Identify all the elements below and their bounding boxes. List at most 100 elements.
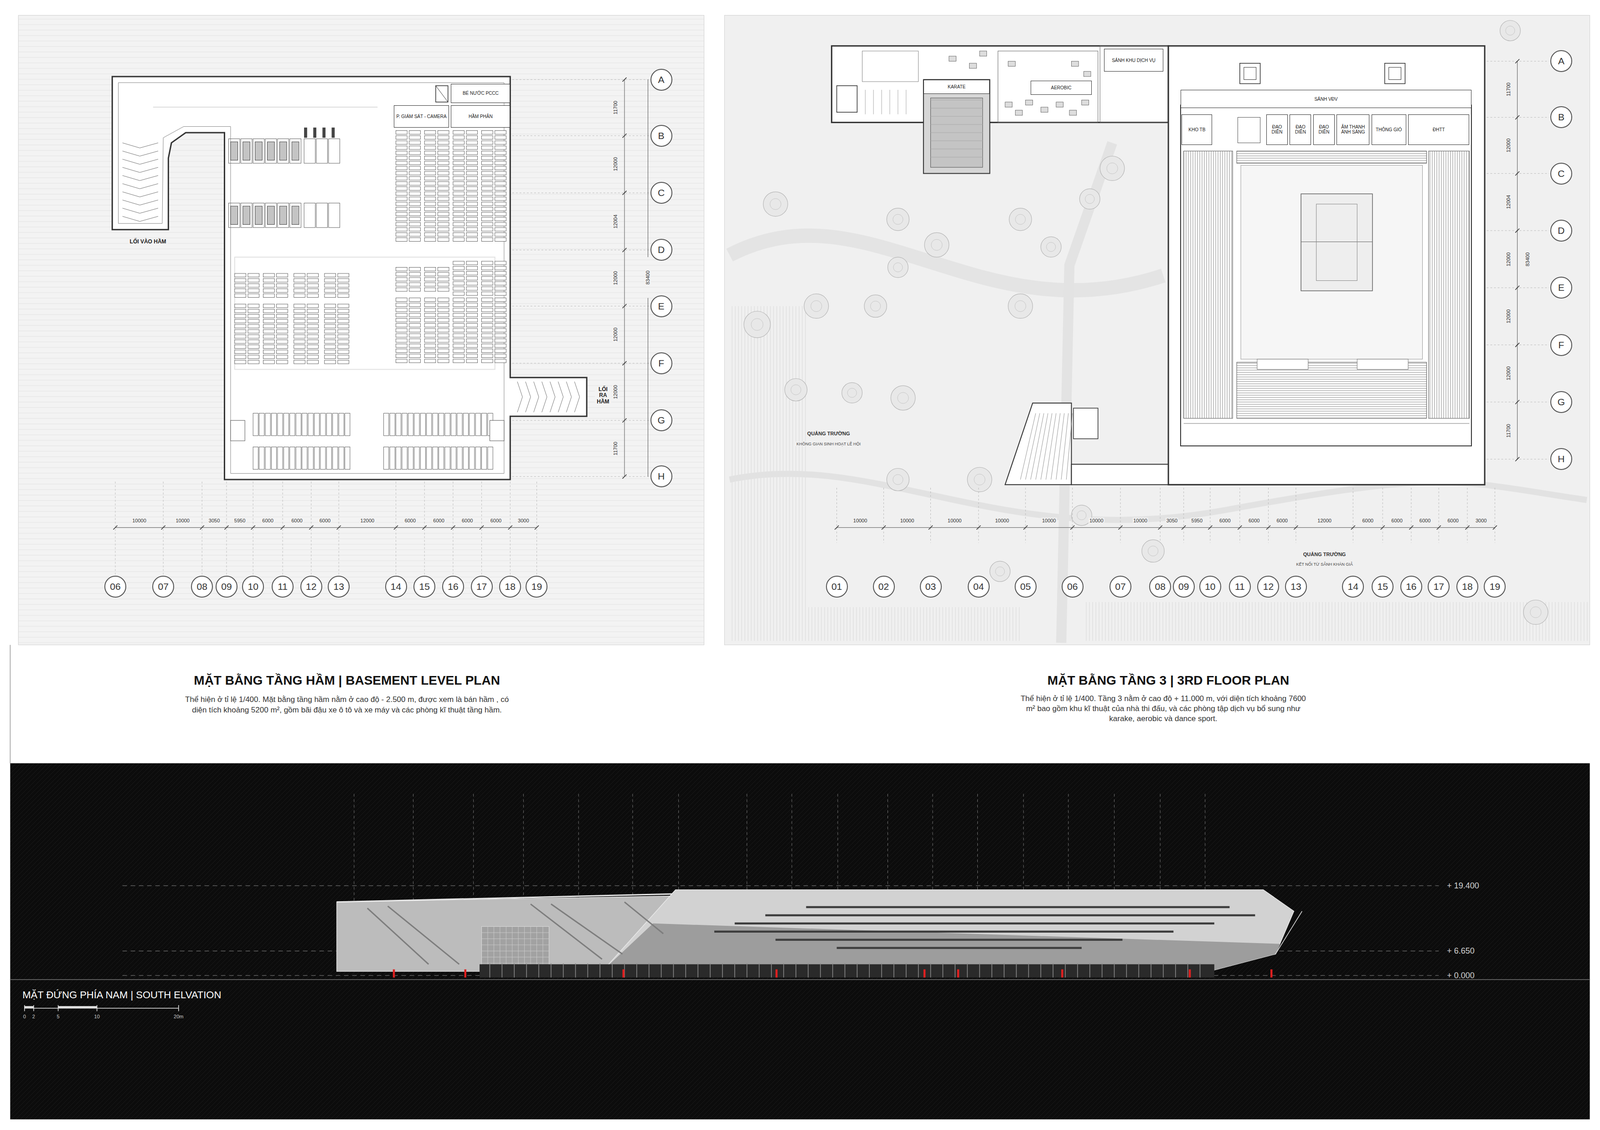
motorbike-stall <box>263 314 275 318</box>
motorbike-stall <box>263 289 275 293</box>
tree-symbol <box>974 474 986 486</box>
motorbike-stall <box>409 282 421 287</box>
basement-inner-wall <box>118 82 505 474</box>
grid-bubble: 16 <box>1400 575 1423 598</box>
motorbike-stall <box>495 338 507 343</box>
motorbike-stall <box>450 446 456 470</box>
column-symbol <box>942 963 944 978</box>
motorbike-stall <box>396 308 408 312</box>
motorbike-stall <box>466 222 478 227</box>
column-symbol <box>636 963 638 978</box>
motorbike-stall <box>424 176 436 181</box>
dimension: 6000 <box>318 517 332 524</box>
tree-symbol <box>886 468 909 491</box>
tree-symbol <box>1523 599 1549 625</box>
motorbike-stall <box>481 222 494 227</box>
tree-symbol <box>931 239 943 251</box>
grid-label: 11 <box>1234 581 1245 593</box>
motorbike-stall <box>466 212 478 217</box>
dimension: 11700 <box>612 99 619 116</box>
motorbike-stall <box>495 145 507 150</box>
column-symbol <box>918 963 919 978</box>
motorbike-stall <box>437 145 450 150</box>
motorbike-stall <box>307 339 319 344</box>
tree-symbol <box>743 311 771 338</box>
motorbike-stall <box>337 289 350 293</box>
motorbike-stall <box>337 283 350 288</box>
motorbike-stall <box>437 201 450 206</box>
column-symbol <box>881 963 883 978</box>
motorbike-stall <box>466 359 478 363</box>
motorbike-stall <box>307 278 319 283</box>
third-floor-plan <box>831 46 1549 543</box>
column-mark <box>313 127 317 138</box>
motorbike-stall <box>409 308 421 312</box>
motorbike-stall <box>495 359 507 363</box>
dimension-tick <box>1515 228 1520 233</box>
red-marker <box>923 969 926 978</box>
motorbike-stall <box>437 287 450 292</box>
dimension-tick <box>479 525 484 530</box>
motorbike-stall <box>495 318 507 322</box>
motorbike-stall <box>320 413 326 436</box>
motorbike-stall <box>481 217 494 222</box>
column-mark <box>331 127 336 138</box>
motorbike-stall <box>271 446 277 470</box>
parking-stall <box>289 202 302 228</box>
room-name: AEROBIC <box>1051 85 1072 91</box>
motorbike-stall <box>337 319 350 324</box>
motorbike-stall <box>414 413 420 436</box>
motorbike-stall <box>396 272 408 277</box>
grid-bubble: 14 <box>1341 575 1364 598</box>
motorbike-stall <box>495 130 507 135</box>
tree-symbol <box>790 384 801 395</box>
motorbike-stall <box>396 277 408 282</box>
motorbike-stall <box>453 343 465 348</box>
grid-label: G <box>657 414 665 426</box>
motorbike-stall <box>396 287 408 292</box>
car-symbol <box>291 206 300 225</box>
dimension: 6000 <box>1446 517 1460 524</box>
column-symbol <box>954 963 956 978</box>
equipment-line <box>905 89 907 115</box>
grid-label: E <box>658 300 665 312</box>
motorbike-stall <box>481 359 494 363</box>
red-marker <box>464 969 467 978</box>
motorbike-stall <box>302 446 308 470</box>
grid-label: F <box>1558 339 1565 351</box>
stair-core <box>1237 117 1260 143</box>
tree-symbol <box>1014 300 1026 312</box>
tree-symbol <box>804 294 829 319</box>
motorbike-stall <box>495 276 507 281</box>
motorbike-stall <box>466 140 478 145</box>
column-symbol <box>1175 963 1177 978</box>
motorbike-stall <box>294 314 306 318</box>
motorbike-stall <box>481 266 494 270</box>
motorbike-stall <box>424 282 436 287</box>
grid-bubble: 10 <box>1199 575 1222 598</box>
dimension: 11700 <box>1505 81 1512 98</box>
stair-core <box>489 420 504 441</box>
car-symbol <box>267 141 275 160</box>
motorbike-stall <box>495 308 507 312</box>
tree-symbol <box>1147 546 1158 557</box>
motorbike-stall <box>396 201 408 206</box>
motorbike-stall <box>294 345 306 349</box>
motorbike-stall <box>495 271 507 275</box>
motorbike-stall <box>453 196 465 201</box>
motorbike-stall <box>453 308 465 312</box>
motorbike-stall <box>263 273 275 278</box>
motorbike-stall <box>294 278 306 283</box>
dimension: 6000 <box>403 517 417 524</box>
motorbike-stall <box>247 283 260 288</box>
motorbike-stall <box>345 446 351 470</box>
motorbike-stall <box>396 323 408 328</box>
motorbike-stall <box>409 140 421 145</box>
motorbike-stall <box>324 319 336 324</box>
site-context <box>729 20 1589 643</box>
grid-bubble: 15 <box>1371 575 1394 598</box>
court-lines <box>1300 241 1373 243</box>
facade-stripe <box>836 946 1082 949</box>
motorbike-stall <box>265 446 271 470</box>
